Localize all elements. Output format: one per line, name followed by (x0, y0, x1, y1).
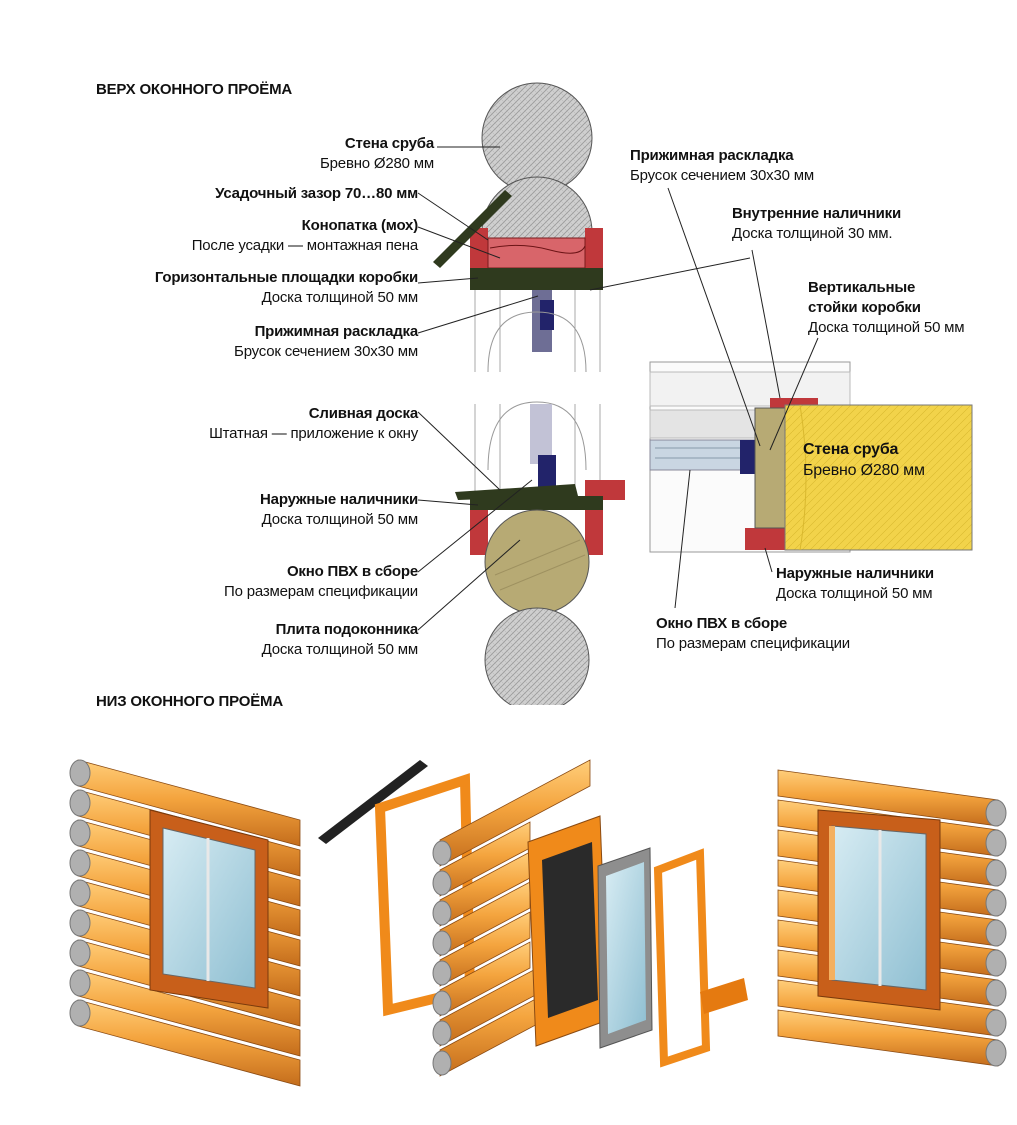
label-drip-board-title: Сливная доска (308, 405, 418, 422)
top-heading: ВЕРХ ОКОННОГО ПРОЁМА (96, 81, 293, 98)
label-outer-trim-sub: Доска толщиной 50 мм (261, 511, 419, 528)
label-sill-sub: Доска толщиной 50 мм (261, 641, 419, 658)
label-pressure-strip-title: Прижимная раскладка (254, 323, 419, 340)
leader-lines (417, 146, 819, 631)
label-r-pvc-window-sub: По размерам спецификации (656, 635, 850, 652)
assembled-wall-left-illustration (69, 759, 301, 1087)
label-outer-trim-title: Наружные наличники (260, 491, 418, 508)
label-vertical-posts-sub: Доска толщиной 50 мм (808, 319, 965, 336)
label-inner-trim-title: Внутренние наличники (732, 205, 901, 222)
label-plan-wall-sub: Бревно Ø280 мм (803, 462, 925, 479)
plan-section-drawing (649, 361, 973, 553)
label-gap-title: Усадочный зазор 70…80 мм (215, 185, 418, 202)
bottom-heading: НИЗ ОКОННОГО ПРОЁМА (96, 693, 283, 710)
label-pvc-window-sub: По размерам спецификации (224, 583, 418, 600)
label-pvc-window-title: Окно ПВХ в сборе (286, 563, 418, 580)
label-r-pressure-strip-title: Прижимная раскладка (630, 147, 794, 164)
label-r-outer-trim-title: Наружные наличники (776, 565, 934, 582)
label-drip-board-sub: Штатная — приложение к окну (209, 425, 418, 442)
label-inner-trim-sub: Доска толщиной 30 мм. (732, 225, 893, 242)
exploded-view-illustration (318, 759, 748, 1077)
label-vertical-posts-title: Вертикальные (808, 279, 916, 296)
label-wall-title: Стена сруба (344, 135, 434, 152)
label-moss-title: Конопатка (мох) (301, 217, 419, 234)
label-plan-wall-title: Стена сруба (803, 441, 899, 458)
label-r-outer-trim-sub: Доска толщиной 50 мм (776, 585, 933, 602)
label-horizontal-boards-title: Горизонтальные площадки коробки (154, 269, 418, 286)
label-sill-title: Плита подоконника (275, 621, 419, 638)
label-r-pvc-window-title: Окно ПВХ в сборе (656, 615, 788, 632)
label-wall-sub: Бревно Ø280 мм (320, 155, 434, 172)
label-vertical-posts-title2: стойки коробки (808, 299, 921, 316)
assembled-wall-right-illustration (777, 769, 1007, 1067)
top-section-drawing (433, 82, 603, 373)
label-r-pressure-strip-sub: Брусок сечением 30х30 мм (630, 167, 814, 184)
label-pressure-strip-sub: Брусок сечением 30х30 мм (234, 343, 418, 360)
bottom-section-drawing (455, 401, 625, 715)
label-horizontal-boards-sub: Доска толщиной 50 мм (261, 289, 419, 306)
label-moss-sub: После усадки — монтажная пена (191, 237, 419, 254)
